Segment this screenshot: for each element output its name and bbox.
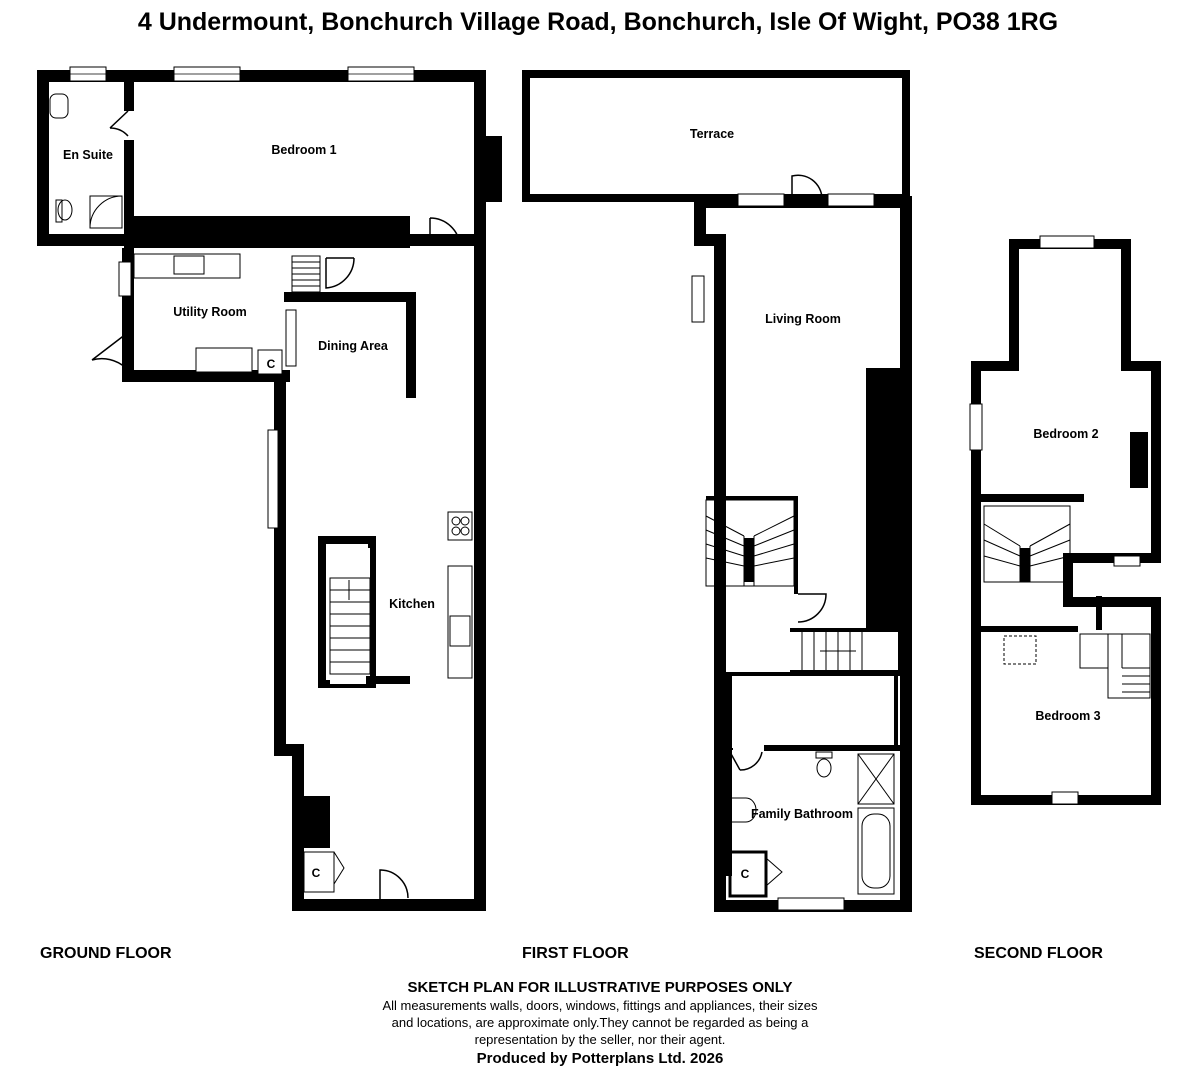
utility-sink-icon	[173, 255, 205, 275]
utility-window	[118, 261, 132, 297]
bathroom-basin-icon	[732, 797, 757, 823]
disclaimer-block: SKETCH PLAN FOR ILLUSTRATIVE PURPOSES ON…	[300, 978, 900, 1069]
kitchen-staircase	[329, 577, 371, 675]
ensuite-basin-icon	[49, 93, 69, 119]
first-stair-wall	[706, 496, 798, 594]
producer-credit: Produced by Potterplans Ltd. 2026	[476, 1050, 724, 1067]
utility-door-swing	[91, 333, 127, 369]
dining-kitchen-pier	[406, 292, 416, 398]
first-floor-label: FIRST FLOOR	[522, 945, 629, 962]
family-bathroom-window	[777, 897, 845, 911]
terrace-door-swing	[791, 174, 823, 199]
living-room-side-window	[691, 275, 705, 323]
living-room-chimney	[866, 368, 900, 630]
bedroom1-door-swing	[429, 217, 461, 247]
living-room-window-right	[827, 193, 875, 207]
landing-staircase	[801, 632, 863, 670]
room-label-bedroom-1: Bedroom 1	[271, 143, 336, 157]
cupboard-label-front: C	[312, 866, 321, 880]
ground-front-cupboard	[303, 851, 335, 893]
room-label-en-suite: En Suite	[63, 148, 113, 162]
bedroom1-south-wall	[124, 216, 410, 248]
kitchen-sink-icon	[449, 615, 471, 647]
utility-dining-wall	[284, 292, 416, 302]
cupboard-label-utility: C	[267, 357, 276, 371]
bedroom2-chimney	[1130, 432, 1148, 488]
bedroom1-chimney-breast	[486, 136, 502, 202]
kitchen-window	[267, 429, 279, 529]
ground-floor-plan	[37, 66, 502, 911]
disclaimer-heading: SKETCH PLAN FOR ILLUSTRATIVE PURPOSES ON…	[407, 979, 793, 996]
ensuite-partition-wall-lower	[124, 140, 134, 240]
front-door-swing	[379, 869, 409, 900]
first-floor-outer-wall	[694, 196, 912, 912]
first-floor-plan	[522, 70, 912, 912]
second-floor-partition	[980, 494, 1084, 502]
ground-floor-label: GROUND FLOOR	[40, 945, 172, 962]
page-title: 4 Undermount, Bonchurch Village Road, Bo…	[137, 8, 1059, 36]
bedroom2-window-top	[1039, 235, 1095, 249]
second-floor-plan	[969, 235, 1161, 805]
bedroom3-staircase	[1079, 633, 1151, 699]
living-room-window-left	[737, 193, 785, 207]
room-label-utility-room: Utility Room	[173, 305, 247, 319]
utility-lower-worktop	[195, 347, 253, 373]
ensuite-door-swing	[109, 110, 129, 137]
ensuite-toilet-icon	[57, 199, 73, 221]
dining-window	[285, 309, 297, 367]
bathroom-shower-icon	[857, 753, 895, 805]
family-bathroom-wall	[727, 745, 900, 751]
ground-chimney-block	[304, 796, 330, 848]
ensuite-shower-icon	[89, 195, 123, 229]
room-label-bedroom-2: Bedroom 2	[1033, 427, 1098, 441]
room-label-kitchen: Kitchen	[389, 597, 435, 611]
landing-window	[1113, 555, 1141, 567]
bathroom-bath-icon	[857, 807, 895, 895]
room-label-terrace: Terrace	[690, 127, 734, 141]
room-label-bedroom-3: Bedroom 3	[1035, 709, 1100, 723]
ground-rear-steps	[291, 255, 321, 293]
room-label-dining-area: Dining Area	[318, 339, 389, 353]
ensuite-partition-wall	[124, 76, 134, 111]
first-floor-staircase	[705, 499, 795, 587]
cupboard-label-bathroom: C	[741, 867, 750, 881]
living-room-door-swing	[797, 593, 827, 623]
room-label-living-room: Living Room	[765, 312, 841, 326]
bedroom3-loft-hatch	[1003, 635, 1037, 665]
family-bathroom-door-swing	[729, 751, 763, 771]
kitchen-worktop	[447, 565, 473, 679]
room-label-family-bathroom: Family Bathroom	[751, 807, 853, 821]
rear-hall-door-swing	[325, 257, 355, 289]
bathroom-cupboard	[728, 850, 768, 898]
kitchen-hob-icon	[447, 511, 473, 541]
bedroom3-window	[1051, 791, 1079, 805]
bedroom2-window-side	[969, 403, 983, 451]
disclaimer-body: All measurements walls, doors, windows, …	[382, 998, 818, 1047]
utility-cupboard-box	[257, 349, 283, 375]
second-floor-label: SECOND FLOOR	[974, 945, 1103, 962]
bathroom-toilet-icon	[816, 758, 832, 778]
second-floor-outer-wall	[971, 239, 1161, 805]
